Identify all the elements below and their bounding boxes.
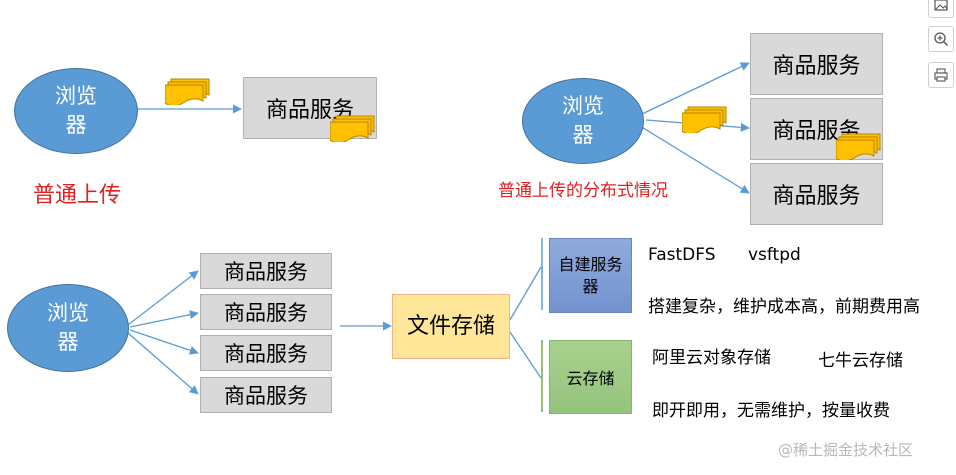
arrow-browser-to-service-d xyxy=(127,332,199,395)
file-icon xyxy=(836,133,881,160)
browser-label: 浏览器 xyxy=(47,301,89,354)
browser-label: 浏览器 xyxy=(55,84,97,137)
arrow-browser-to-service-c xyxy=(129,329,199,355)
service-box: 商品服务 xyxy=(200,335,332,371)
service-box: 商品服务 xyxy=(750,33,883,95)
normal-upload-caption: 普通上传 xyxy=(33,183,122,208)
watermark: @稀土掘金技术社区 xyxy=(778,441,914,459)
zoom-in-button[interactable] xyxy=(928,26,954,52)
service-label: 商品服务 xyxy=(224,260,308,284)
file-storage-label: 文件存储 xyxy=(406,313,495,339)
image-button[interactable] xyxy=(928,0,954,18)
arrow-browser-to-service-3 xyxy=(639,125,750,194)
file-icon xyxy=(682,106,727,133)
browser-node: 浏览器 xyxy=(522,78,644,164)
self-built-server-box: 自建服务器 xyxy=(549,238,632,313)
print-icon xyxy=(934,68,948,82)
branch-to-cloud xyxy=(509,331,542,379)
service-label: 商品服务 xyxy=(772,184,861,209)
arrow-browser-to-service-b xyxy=(129,310,199,328)
service-label: 商品服务 xyxy=(772,54,861,79)
cloud-storage-box: 云存储 xyxy=(549,340,632,414)
branch-to-self-built xyxy=(509,266,542,321)
arrow-browser-to-service-1 xyxy=(639,62,750,116)
self-built-label: 自建服务器 xyxy=(558,254,623,296)
cloud-provider-qiniu: 七牛云存储 xyxy=(818,351,903,371)
service-box: 商品服务 xyxy=(200,253,332,289)
print-button[interactable] xyxy=(928,62,954,88)
zoom-in-icon xyxy=(934,32,949,47)
distributed-upload-caption: 普通上传的分布式情况 xyxy=(498,181,668,201)
browser-label: 浏览器 xyxy=(562,94,604,147)
file-icon xyxy=(165,78,210,105)
browser-node: 浏览器 xyxy=(14,68,138,154)
cloud-benefit: 即开即用，无需维护，按量收费 xyxy=(652,401,890,421)
cloud-provider-aliyun: 阿里云对象存储 xyxy=(652,348,771,368)
service-box: 商品服务 xyxy=(200,377,332,413)
service-box: 商品服务 xyxy=(200,294,332,330)
service-label: 商品服务 xyxy=(224,342,308,366)
service-box: 商品服务 xyxy=(750,163,883,225)
arrow-browser-to-service-a xyxy=(127,270,199,326)
file-icon xyxy=(330,115,375,142)
service-label: 商品服务 xyxy=(224,384,308,408)
self-built-drawback: 搭建复杂，维护成本高，前期费用高 xyxy=(648,297,920,317)
browser-node: 浏览器 xyxy=(7,284,129,372)
service-label: 商品服务 xyxy=(224,301,308,325)
file-storage-box: 文件存储 xyxy=(392,294,510,359)
cloud-label: 云存储 xyxy=(566,369,615,388)
image-icon xyxy=(934,0,948,11)
self-built-tools: FastDFS vsftpd xyxy=(648,245,801,265)
